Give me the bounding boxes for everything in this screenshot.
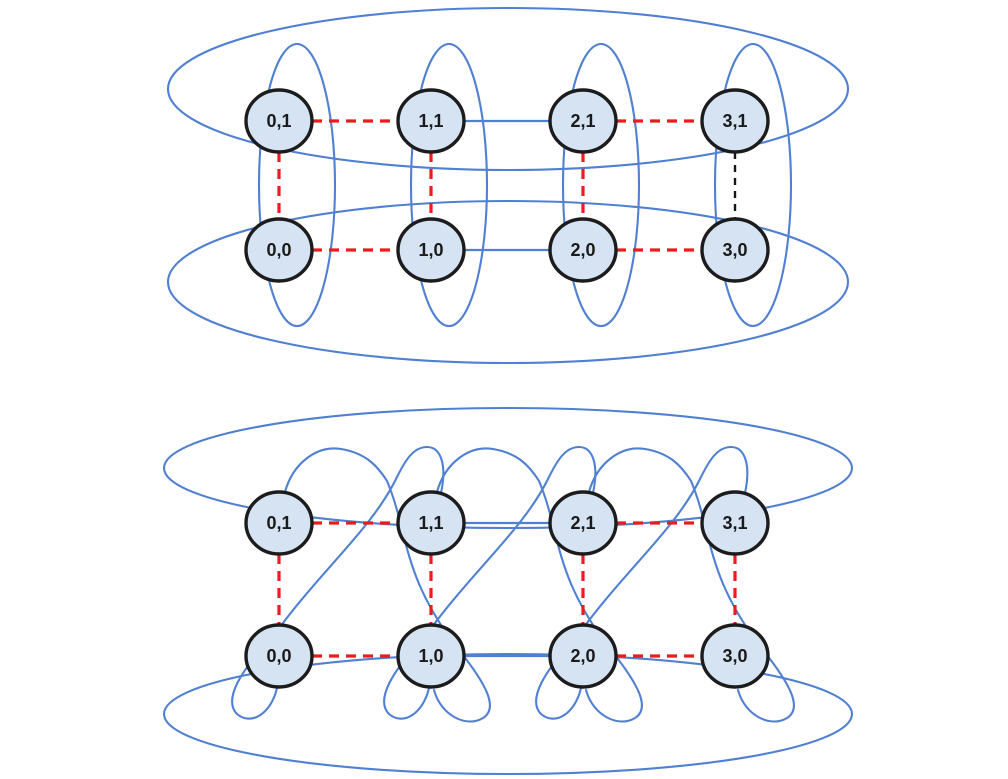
node-1,0: 1,0 xyxy=(396,623,466,689)
node-0,0: 0,0 xyxy=(244,217,314,283)
twisted-wrap-link-left-1 xyxy=(231,445,445,720)
twisted-wrap-link-left-2 xyxy=(383,445,597,720)
twisted-wrap-link-left-3 xyxy=(535,445,749,720)
node-circle xyxy=(396,623,466,689)
node-0,1: 0,1 xyxy=(244,490,314,556)
node-0,0: 0,0 xyxy=(244,623,314,689)
node-label: 3,0 xyxy=(722,240,747,260)
node-circle xyxy=(700,88,770,154)
row-wraparound-ellipse-top xyxy=(166,6,850,172)
node-circle xyxy=(396,217,466,283)
node-0,1: 0,1 xyxy=(244,88,314,154)
column-wraparound-ellipse-0 xyxy=(257,42,337,328)
node-1,1: 1,1 xyxy=(396,490,466,556)
node-label: 3,1 xyxy=(722,513,747,533)
node-2,1: 2,1 xyxy=(548,88,618,154)
twisted-wrap-link-right-2 xyxy=(587,447,796,723)
node-circle xyxy=(244,490,314,556)
node-label: 0,1 xyxy=(266,513,291,533)
twisted-wrap-link-right-0 xyxy=(283,447,492,723)
node-circle xyxy=(396,88,466,154)
node-circle xyxy=(548,623,618,689)
node-label: 3,0 xyxy=(722,646,747,666)
column-wraparound-ellipse-1 xyxy=(409,42,489,328)
node-label: 1,0 xyxy=(418,646,443,666)
node-circle xyxy=(548,217,618,283)
node-label: 0,1 xyxy=(266,111,291,131)
node-circle xyxy=(548,490,618,556)
node-circle xyxy=(396,490,466,556)
node-label: 1,1 xyxy=(418,513,443,533)
node-2,0: 2,0 xyxy=(548,623,618,689)
node-2,1: 2,1 xyxy=(548,490,618,556)
node-label: 2,0 xyxy=(570,240,595,260)
node-circle xyxy=(244,623,314,689)
twisted-torus-diagram: 0,1 1,1 2,1 3,1 0,0 1,0 2,0 3,0 xyxy=(162,406,854,776)
node-2,0: 2,0 xyxy=(548,217,618,283)
node-3,0: 3,0 xyxy=(700,623,770,689)
node-circle xyxy=(244,88,314,154)
node-circle xyxy=(700,623,770,689)
node-label: 2,1 xyxy=(570,513,595,533)
node-label: 3,1 xyxy=(722,111,747,131)
node-label: 2,1 xyxy=(570,111,595,131)
column-wraparound-ellipse-2 xyxy=(561,42,641,328)
node-label: 0,0 xyxy=(266,646,291,666)
node-3,1: 3,1 xyxy=(700,88,770,154)
row-wraparound-ellipse-top xyxy=(162,406,854,530)
node-circle xyxy=(700,217,770,283)
node-label: 0,0 xyxy=(266,240,291,260)
row-wraparound-ellipse-bottom xyxy=(166,199,850,365)
node-label: 1,0 xyxy=(418,240,443,260)
node-circle xyxy=(548,88,618,154)
node-circle xyxy=(244,217,314,283)
node-label: 1,1 xyxy=(418,111,443,131)
node-3,0: 3,0 xyxy=(700,217,770,283)
torus-diagram: 0,1 1,1 2,1 3,1 0,0 1,0 2,0 3,0 xyxy=(166,6,850,365)
column-wraparound-ellipse-3 xyxy=(713,42,793,328)
row-wraparound-ellipse-bottom xyxy=(162,652,854,776)
node-1,1: 1,1 xyxy=(396,88,466,154)
node-circle xyxy=(700,490,770,556)
twisted-wrap-link-right-1 xyxy=(435,447,644,723)
node-1,0: 1,0 xyxy=(396,217,466,283)
node-3,1: 3,1 xyxy=(700,490,770,556)
node-label: 2,0 xyxy=(570,646,595,666)
